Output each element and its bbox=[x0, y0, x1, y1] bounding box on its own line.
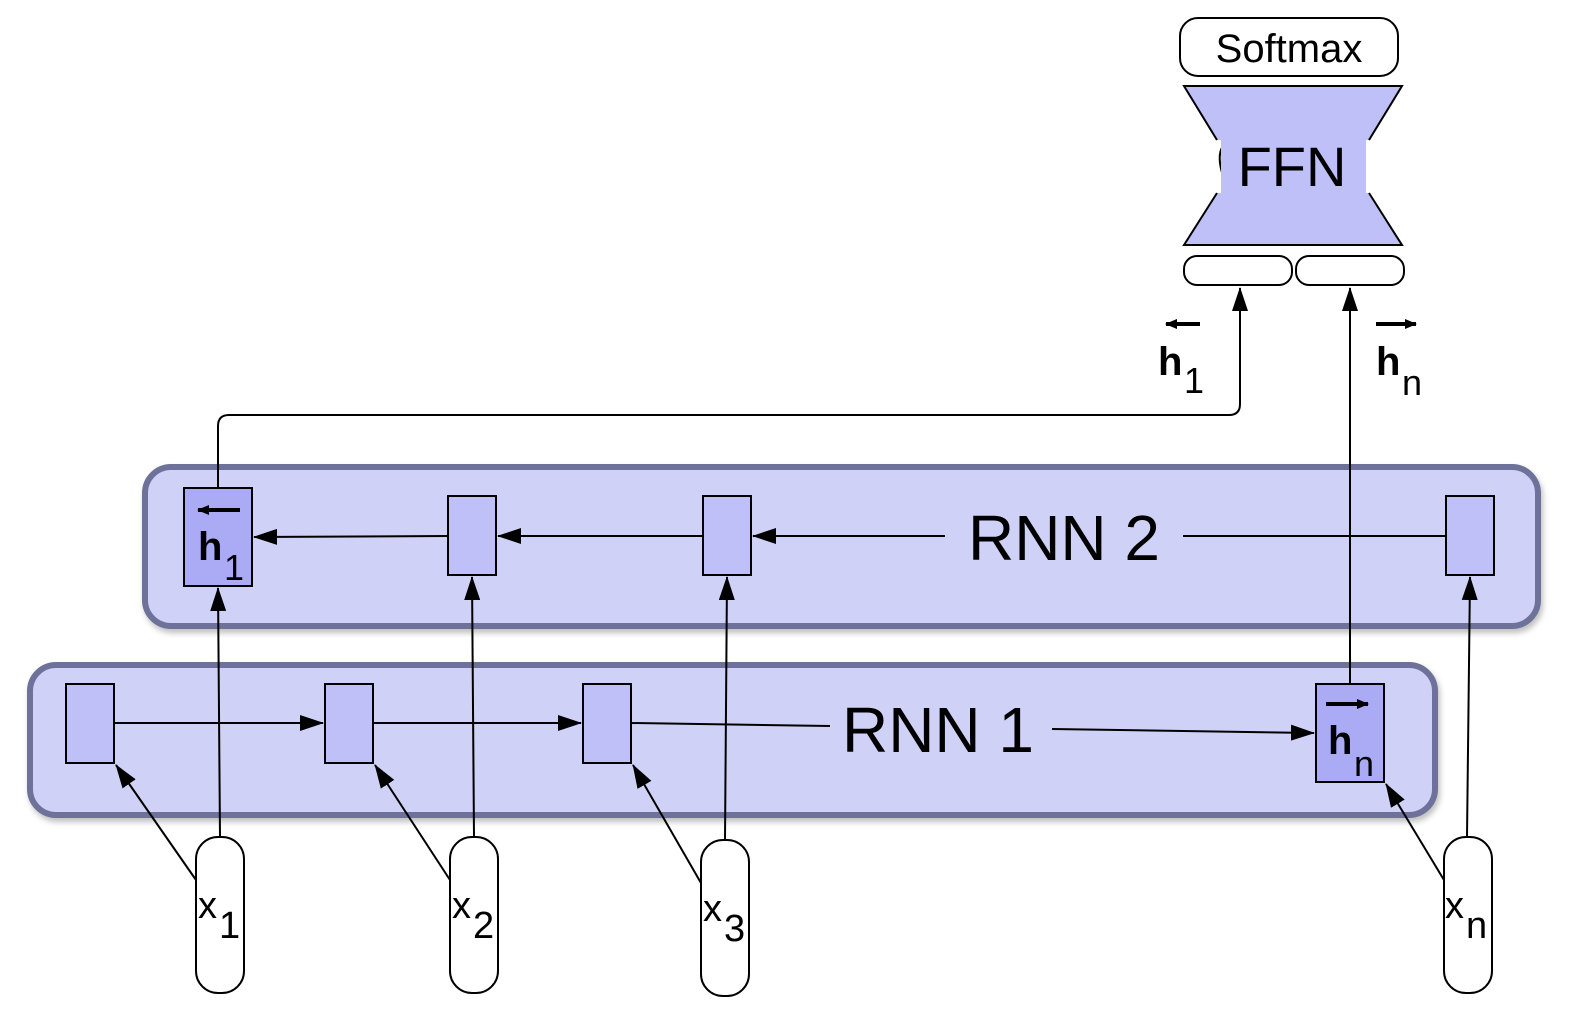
rnn1-arrow-to-hn bbox=[1051, 724, 1315, 741]
svg-text:1: 1 bbox=[1184, 360, 1204, 401]
x1-to-rnn1-arrow bbox=[115, 764, 197, 881]
softmax-box bbox=[1179, 17, 1399, 77]
svg-text:n: n bbox=[1402, 362, 1422, 403]
rnn2-cell-n bbox=[1445, 495, 1495, 576]
rnn2-panel bbox=[142, 464, 1541, 629]
rnn1-cell-hn-label: h n bbox=[1326, 699, 1374, 784]
svg-text:1: 1 bbox=[224, 547, 244, 588]
softmax-label: Softmax bbox=[1216, 27, 1363, 71]
ffn-label: FFN bbox=[1238, 135, 1347, 198]
rnn1-cell-1 bbox=[65, 683, 115, 764]
rnn1-cell-hn bbox=[1315, 683, 1385, 783]
svg-text:h: h bbox=[1376, 340, 1400, 384]
svg-text:h: h bbox=[1328, 719, 1352, 763]
x3-to-rnn1-arrow bbox=[632, 764, 702, 884]
rnn2-cell-h1-label: h 1 bbox=[197, 505, 244, 588]
rnn1-cell-2 bbox=[324, 683, 374, 764]
rnn2-label: RNN 2 bbox=[968, 502, 1160, 574]
svg-text:n: n bbox=[1466, 905, 1487, 947]
concat-forward-label: h n bbox=[1376, 319, 1422, 403]
rnn1-panel bbox=[27, 662, 1438, 818]
rnn1-line-3 bbox=[630, 722, 831, 727]
svg-text:2: 2 bbox=[473, 905, 494, 947]
x2-to-rnn1-arrow bbox=[374, 764, 451, 881]
x2-to-rnn2-arrow bbox=[464, 576, 481, 838]
rnn2-cell-3 bbox=[702, 495, 752, 576]
x3-to-rnn2-arrow bbox=[718, 576, 735, 841]
rnn2-cell-h1 bbox=[183, 487, 253, 587]
xn-to-rnn2-arrow bbox=[1461, 576, 1478, 838]
ffn-block: FFN bbox=[1182, 85, 1404, 246]
svg-text:x: x bbox=[703, 888, 722, 930]
svg-text:n: n bbox=[1354, 743, 1374, 784]
concat-backward-label: h 1 bbox=[1158, 319, 1204, 401]
concat-backward-slot bbox=[1183, 255, 1293, 286]
h1-to-concat-arrow bbox=[217, 287, 1248, 488]
input-xn: x n bbox=[1443, 836, 1493, 994]
svg-text:3: 3 bbox=[724, 908, 745, 950]
rnn1-cell-3 bbox=[582, 683, 632, 764]
input-x1: x 1 bbox=[195, 836, 245, 994]
input-x3: x 3 bbox=[700, 839, 750, 997]
input-x2: x 2 bbox=[449, 836, 499, 994]
xn-to-rnn1-arrow bbox=[1385, 783, 1445, 881]
rnn2-cell-2 bbox=[447, 495, 497, 576]
svg-text:x: x bbox=[198, 885, 217, 927]
concat-forward-slot bbox=[1295, 255, 1405, 286]
svg-text:h: h bbox=[198, 525, 222, 569]
svg-text:h: h bbox=[1158, 340, 1182, 384]
rnn1-label: RNN 1 bbox=[842, 694, 1034, 766]
rnn2-arrow-2-to-1 bbox=[253, 528, 449, 545]
svg-text:1: 1 bbox=[219, 905, 240, 947]
svg-text:x: x bbox=[452, 885, 471, 927]
svg-text:x: x bbox=[1445, 885, 1464, 927]
x1-to-rnn2-arrow bbox=[210, 587, 227, 838]
